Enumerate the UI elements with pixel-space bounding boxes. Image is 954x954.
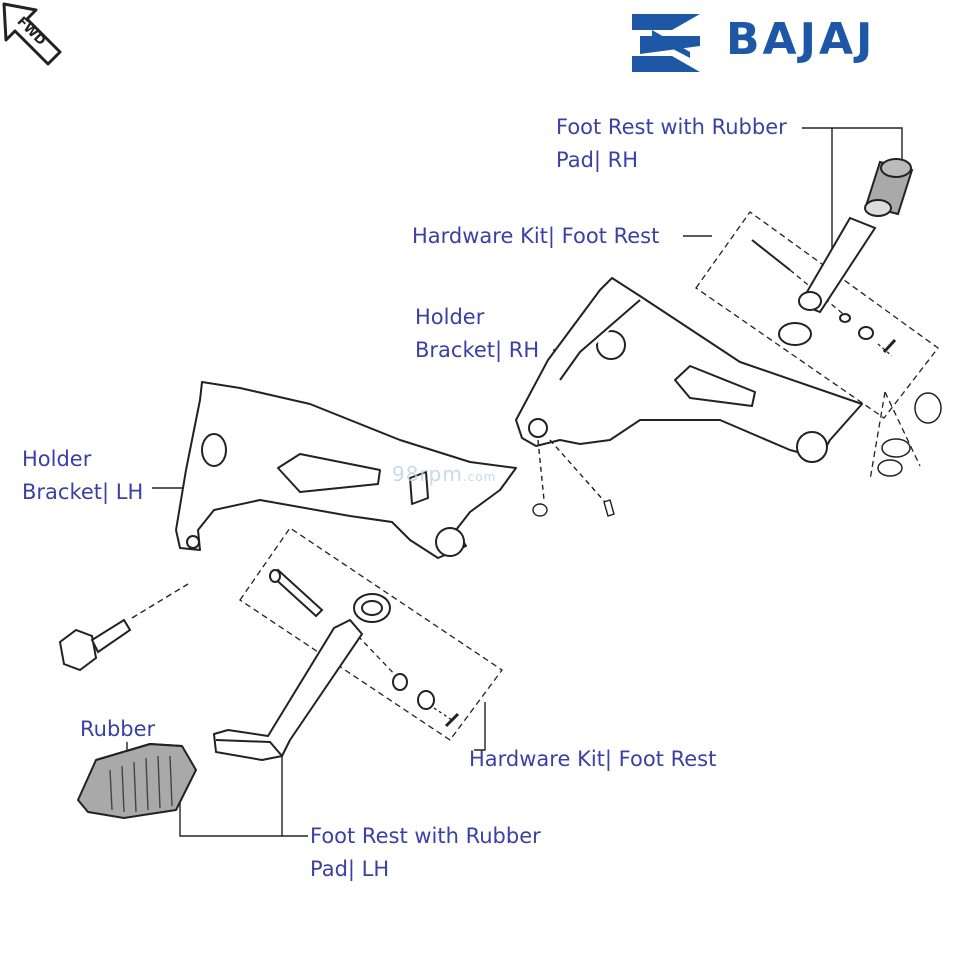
watermark-main: 98rpm <box>392 462 463 486</box>
label-holder-bracket-rh: Holder Bracket| RH <box>415 301 539 367</box>
bracket-rh-fasteners <box>532 439 615 517</box>
watermark-suffix: .com <box>462 470 497 484</box>
label-rubber: Rubber <box>80 717 156 741</box>
watermark: 98rpm.com <box>392 462 496 486</box>
brand-name: BAJAJ <box>726 14 876 65</box>
holder-bracket-lh-part <box>175 381 517 559</box>
label-hardware-kit-lh: Hardware Kit| Foot Rest <box>469 747 717 771</box>
rubber-pad-lh-part <box>77 743 197 819</box>
hardware-parts-lh <box>269 568 460 728</box>
label-foot-rest-rh: Foot Rest with Rubber Pad| RH <box>556 111 787 177</box>
label-holder-bracket-lh: Holder Bracket| LH <box>22 443 143 509</box>
hardware-kit-lh-box <box>239 527 503 741</box>
bajaj-logo-icon <box>632 14 700 72</box>
label-hardware-kit-rh: Hardware Kit| Foot Rest <box>412 224 660 248</box>
label-foot-rest-lh-line2: Pad| LH <box>310 857 390 881</box>
label-holder-bracket-lh-line1: Holder <box>22 447 92 471</box>
label-holder-bracket-lh-line2: Bracket| LH <box>22 480 144 504</box>
arrow-up-left-icon <box>2 2 62 66</box>
hardware-parts-rh-extra <box>877 392 942 477</box>
leader-hardware-kit-lh <box>474 702 486 751</box>
label-holder-bracket-rh-line2: Bracket| RH <box>415 338 540 362</box>
hardware-parts-rh <box>751 239 897 357</box>
bolt-lh-part <box>58 583 189 672</box>
label-foot-rest-rh-line2: Pad| RH <box>556 148 639 172</box>
hardware-kit-rh-box <box>695 211 939 481</box>
foot-rest-rh-part <box>798 158 914 314</box>
foot-rest-lh-part <box>213 619 363 761</box>
holder-bracket-rh-part <box>515 277 863 463</box>
label-foot-rest-lh: Foot Rest with Rubber Pad| LH <box>310 820 541 886</box>
leader-foot-rest-lh <box>179 750 283 837</box>
label-foot-rest-rh-line1: Foot Rest with Rubber <box>556 115 787 139</box>
leader-foot-rest-rh <box>802 127 903 160</box>
label-holder-bracket-rh-line1: Holder <box>415 305 485 329</box>
label-foot-rest-lh-line1: Foot Rest with Rubber <box>310 824 541 848</box>
